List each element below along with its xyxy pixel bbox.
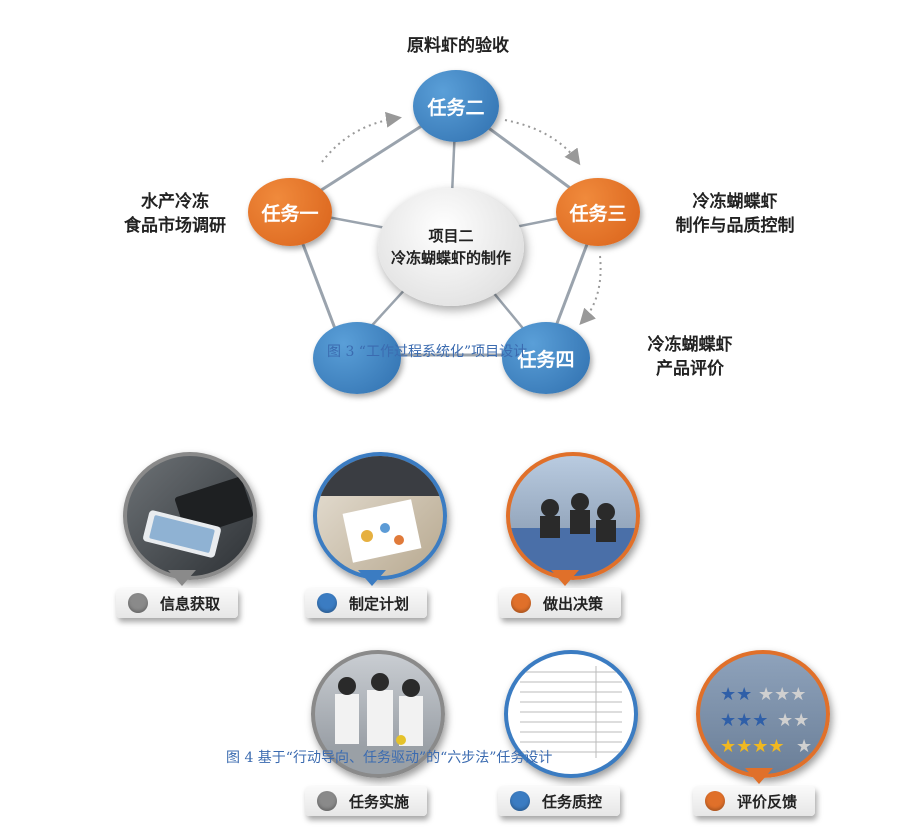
svg-text:★★: ★★ [720, 684, 752, 705]
label-task2: 原料虾的验收 [407, 36, 509, 56]
node-task3: 任务三 [556, 178, 640, 246]
step2-pill: 制定计划 [305, 588, 427, 618]
step5-pill: 任务质控 [498, 786, 620, 816]
gray-dot-icon [317, 791, 337, 811]
planning-papers-illustration [317, 456, 443, 563]
step6-label: 评价反馈 [737, 792, 798, 811]
step1-photo [123, 452, 257, 580]
step2-photo [313, 452, 447, 580]
node-task2: 任务二 [413, 70, 499, 142]
step6-tail [745, 768, 773, 784]
label-task1: 水产冷冻 食品市场调研 [100, 190, 250, 238]
laptop-phone-illustration [143, 476, 253, 558]
label-task1-line1: 水产冷冻 [141, 192, 209, 212]
label-task3-line1: 冷冻蝴蝶虾 [692, 192, 778, 212]
step3-pill: 做出决策 [499, 588, 621, 618]
blue-dot-icon [317, 593, 337, 613]
figure4-caption: 图 4 基于“行动导向、任务驱动”的“六步法”任务设计 [226, 750, 553, 766]
arrow-task3-to-task4 [579, 255, 602, 325]
label-task1-line2: 食品市场调研 [124, 216, 226, 236]
blue-dot-icon [510, 791, 530, 811]
step4-label: 任务实施 [349, 792, 410, 811]
step2-label: 制定计划 [349, 594, 410, 613]
label-task3: 冷冻蝴蝶虾 制作与品质控制 [650, 190, 820, 238]
gray-dot-icon [128, 593, 148, 613]
center-line2: 冷冻蝴蝶虾的制作 [390, 249, 511, 267]
figure3-caption: 图 3 “工作过程系统化”项目设计 [327, 344, 528, 360]
label-task3-line2: 制作与品质控制 [675, 216, 795, 236]
step3-tail [551, 570, 579, 586]
step1-label: 信息获取 [160, 594, 221, 613]
center-project: 项目二 冷冻蝴蝶虾的制作 [378, 188, 524, 306]
step3-photo [506, 452, 640, 580]
step5-label: 任务质控 [542, 792, 603, 811]
step4-photo [311, 650, 445, 778]
star-rating-illustration: ★★★★★ ★★★★★ ★★★★★ [720, 684, 812, 757]
step1-tail [168, 570, 196, 586]
label-task4-line1: 冷冻蝴蝶虾 [647, 335, 733, 355]
svg-text:★★★: ★★★ [758, 684, 806, 705]
orange-dot-icon [511, 593, 531, 613]
group-discussion-illustration [510, 493, 636, 576]
step3-label: 做出决策 [543, 594, 604, 613]
quality-checklist-illustration [520, 666, 622, 758]
svg-text:★: ★ [796, 736, 812, 757]
label-task4: 冷冻蝴蝶虾 产品评价 [625, 333, 755, 381]
center-line1: 项目二 [428, 227, 474, 245]
orange-dot-icon [705, 791, 725, 811]
step5-photo [504, 650, 638, 778]
svg-text:★★★★: ★★★★ [720, 736, 785, 757]
label-task4-line2: 产品评价 [656, 359, 724, 379]
node-task1: 任务一 [248, 178, 332, 246]
step4-pill: 任务实施 [305, 786, 427, 816]
step2-tail [358, 570, 386, 586]
step1-pill: 信息获取 [116, 588, 238, 618]
svg-text:★★: ★★ [777, 710, 809, 731]
svg-text:★★★: ★★★ [720, 710, 768, 731]
arrow-task1-to-task2 [321, 111, 402, 163]
step6-photo: ★★★★★ ★★★★★ ★★★★★ [696, 650, 830, 778]
node-task4: 任务四 [502, 322, 590, 394]
arrow-task2-to-task3 [504, 119, 581, 166]
node-task5 [313, 322, 401, 394]
step6-pill: 评价反馈 [693, 786, 815, 816]
